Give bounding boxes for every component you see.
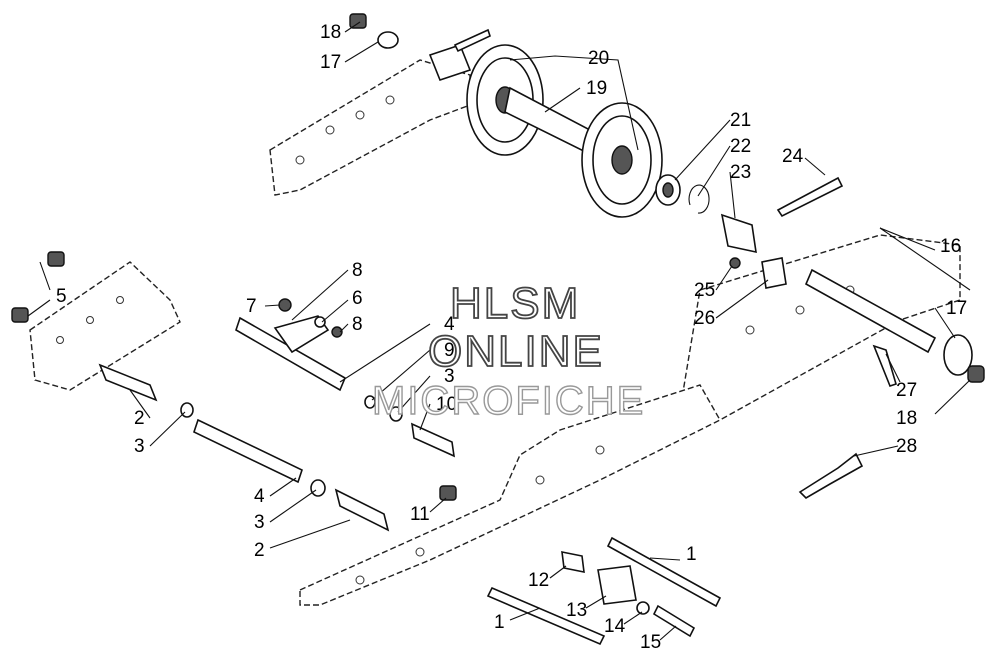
spacer-2-lower <box>334 488 390 532</box>
nut-18-lower <box>967 365 985 383</box>
idler-wheel-inner <box>581 102 663 218</box>
main-slide-rail <box>299 384 721 606</box>
callout-15: 15 <box>640 632 661 653</box>
callout-23: 23 <box>730 162 751 183</box>
shaft-4-upper <box>235 316 347 392</box>
callout-10: 10 <box>436 394 457 415</box>
bushing-12 <box>561 550 585 574</box>
callout-7: 7 <box>246 296 257 317</box>
callout-labels: 18 17 20 19 21 22 23 24 16 5 8 6 7 8 4 9… <box>56 22 967 653</box>
leader-lines <box>27 21 971 641</box>
callout-26: 26 <box>694 308 715 329</box>
upper-left-rail <box>269 59 471 196</box>
callout-3-upper: 3 <box>444 366 455 387</box>
washer-3-lower <box>310 479 326 497</box>
adjuster-block <box>428 44 472 81</box>
mount-block-13 <box>597 565 637 605</box>
callout-18-upper: 18 <box>320 22 341 43</box>
nut-5-lower <box>11 307 29 323</box>
block-26 <box>761 257 787 289</box>
callout-14: 14 <box>604 616 626 637</box>
callout-3-lower: 3 <box>254 512 265 533</box>
callout-19: 19 <box>586 78 607 99</box>
callout-8-upper: 8 <box>352 260 363 281</box>
callout-24: 24 <box>782 146 804 167</box>
long-bolt-24 <box>776 176 844 218</box>
bolt-7 <box>278 298 292 312</box>
callout-17-upper: 17 <box>320 52 341 73</box>
nut-8-upper <box>314 316 326 328</box>
callout-12: 12 <box>528 570 549 591</box>
wheel-hub-17 <box>943 334 973 376</box>
washer-17-upper <box>377 31 399 49</box>
bolt-15 <box>652 604 696 638</box>
callout-2-lower: 2 <box>254 540 265 561</box>
callout-28: 28 <box>896 436 917 457</box>
callout-4-upper: 4 <box>444 314 455 335</box>
snap-ring <box>688 184 710 214</box>
spacer-2-left <box>98 363 158 402</box>
callout-16: 16 <box>940 236 961 257</box>
callout-25: 25 <box>694 280 715 301</box>
shaft-4-lower <box>193 418 303 484</box>
callout-9: 9 <box>444 340 455 361</box>
callout-3-left: 3 <box>134 436 145 457</box>
nut-25 <box>729 257 741 269</box>
callout-21: 21 <box>730 110 751 131</box>
bolt-27 <box>872 344 897 387</box>
pivot-arm-6 <box>273 315 330 354</box>
axle-cap <box>720 213 757 254</box>
callout-8-lower: 8 <box>352 314 363 335</box>
watermark: HLSM ONLINE MICROFICHE <box>371 278 645 424</box>
washer-14 <box>636 601 650 615</box>
watermark-line-3: MICROFICHE <box>372 379 645 423</box>
watermark-line-2: ONLINE <box>428 327 604 376</box>
callout-13: 13 <box>566 600 587 621</box>
right-rail <box>679 234 961 421</box>
nut-5-upper <box>47 251 65 267</box>
callout-17-lower: 17 <box>946 298 967 319</box>
rear-axle-16 <box>804 268 937 354</box>
long-bolt-1-upper <box>606 536 722 608</box>
callout-11: 11 <box>410 504 430 525</box>
callout-2-left: 2 <box>134 408 145 429</box>
callout-5: 5 <box>56 286 67 307</box>
adjuster-bolt <box>453 28 491 53</box>
long-bolt-1-lower <box>486 586 606 646</box>
callout-1-upper: 1 <box>686 544 697 565</box>
nut-18-upper <box>349 13 367 29</box>
nut-11 <box>439 485 457 501</box>
watermark-line-1: HLSM <box>450 279 580 328</box>
bearing-core <box>662 182 674 198</box>
callout-22: 22 <box>730 136 751 157</box>
idler-wheel-outer <box>466 44 544 156</box>
spacer-10 <box>411 422 455 458</box>
nut-8-lower <box>331 326 343 338</box>
callout-1-lower: 1 <box>494 612 505 633</box>
callout-18-lower: 18 <box>896 408 917 429</box>
callout-6: 6 <box>352 288 363 309</box>
callout-4-lower: 4 <box>254 486 265 507</box>
left-front-rail <box>29 261 181 391</box>
bracket-28 <box>798 452 864 500</box>
callout-20: 20 <box>588 48 609 69</box>
callout-27: 27 <box>896 380 917 401</box>
